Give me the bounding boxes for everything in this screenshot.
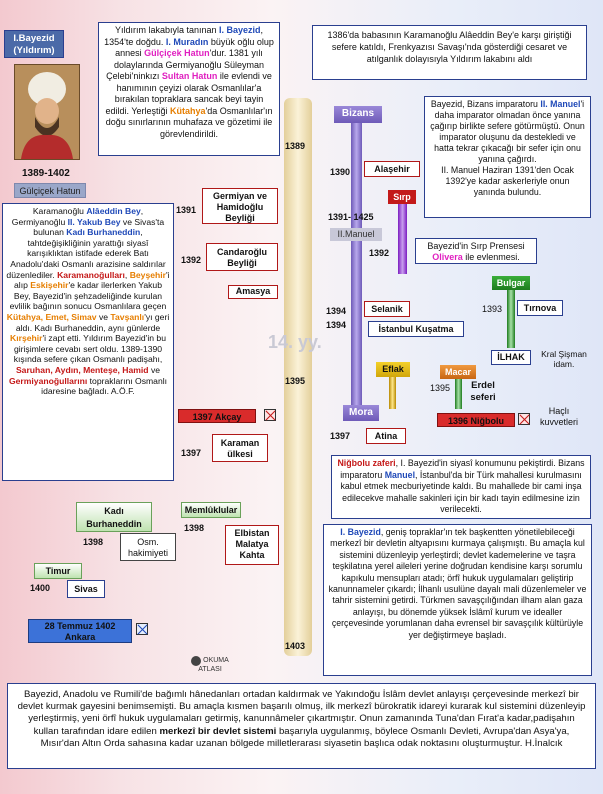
battle-cross-icon bbox=[264, 409, 276, 421]
year-1398-b: 1398 bbox=[184, 523, 205, 533]
manuel-label: II.Manuel bbox=[330, 228, 382, 241]
osm-hakimiyeti-box: Osm. hakimiyeti bbox=[120, 533, 176, 561]
kral-sisman-note: Kral Şişman idam. bbox=[541, 349, 587, 369]
year-1397-left: 1397 bbox=[181, 448, 202, 458]
istanbul-box: İstanbul Kuşatma bbox=[368, 321, 464, 337]
sirp-label: Sırp bbox=[388, 190, 416, 204]
frenkyazisi-note: 1386'da babasının Karamanoğlu Alâeddin B… bbox=[312, 25, 587, 80]
year-1394-b: 1394 bbox=[326, 320, 347, 330]
bizans-label: Bizans bbox=[334, 106, 382, 123]
bizans-note: Bayezid, Bizans imparatoru II. Manuel'i … bbox=[424, 96, 591, 218]
bulgar-label: Bulgar bbox=[492, 276, 530, 290]
timur-label: Timur bbox=[34, 563, 82, 579]
macar-pillar bbox=[455, 379, 462, 409]
page-subtitle: (Yıldırım) bbox=[13, 45, 55, 56]
erdel-note: Erdel seferi bbox=[470, 380, 496, 403]
amasya-box: Amasya bbox=[228, 285, 278, 299]
sivas-box: Sivas bbox=[67, 580, 105, 598]
olivera-note: Bayezid'in Sırp Prensesi Olivera ile evl… bbox=[415, 238, 537, 264]
century-watermark: 14. yy. bbox=[268, 332, 322, 352]
karaman-box: Karaman ülkesi bbox=[212, 434, 268, 462]
ankara-bar: 28 Temmuz 1402 Ankara bbox=[28, 619, 132, 643]
kadi-burhaneddin-label: Kadı Burhaneddin bbox=[76, 502, 152, 532]
year-1392-left: 1392 bbox=[181, 255, 202, 265]
memluk-label: Memlûklular bbox=[181, 502, 241, 518]
akcay-bar: 1397 Akçay bbox=[178, 409, 256, 423]
year-1390: 1390 bbox=[330, 167, 351, 177]
inalcik-quote: Bayezid, Anadolu ve Rumili'de bağımlı hâ… bbox=[7, 683, 596, 769]
mora-label: Mora bbox=[343, 405, 379, 421]
germiyan-box: Germiyan ve Hamidoğlu Beyliği bbox=[202, 188, 278, 224]
atina-box: Atina bbox=[366, 428, 406, 444]
portrait-image bbox=[14, 64, 80, 160]
bulgar-pillar bbox=[507, 290, 515, 348]
intro-text: Yıldırım lakabıyla tanınan I. Bayezid, 1… bbox=[98, 22, 280, 156]
year-1398-a: 1398 bbox=[83, 537, 104, 547]
year-1391-1425: 1391- 1425 bbox=[328, 212, 374, 222]
logo-icon bbox=[191, 656, 202, 666]
year-1397-right: 1397 bbox=[330, 431, 351, 441]
title-box: I.Bayezid (Yıldırım) bbox=[4, 30, 64, 58]
year-1389: 1389 bbox=[285, 141, 306, 151]
candaroglu-box: Candaroğlu Beyliği bbox=[206, 243, 278, 271]
page-title: I.Bayezid bbox=[13, 33, 55, 44]
sirp-pillar bbox=[398, 204, 407, 274]
battle-cross-icon bbox=[518, 413, 530, 425]
devlet-yapisi-note: I. Bayezid, geniş topraklar'ın tek başke… bbox=[323, 524, 592, 676]
ilhak-box: İLHAK bbox=[491, 350, 531, 365]
year-1394-a: 1394 bbox=[326, 306, 347, 316]
hacli-note: Haçlı kuvvetleri bbox=[539, 406, 578, 427]
bizans-pillar bbox=[351, 123, 362, 405]
year-1400: 1400 bbox=[30, 583, 51, 593]
eflak-label: Eflak bbox=[376, 362, 410, 377]
nigbolu-note: Niğbolu zaferi, I. Bayezid'in siyasî kon… bbox=[331, 455, 591, 519]
year-1395: 1395 bbox=[285, 376, 306, 386]
year-1393: 1393 bbox=[482, 304, 503, 314]
year-1391: 1391 bbox=[176, 205, 197, 215]
wife-label: Gülçiçek Hatun bbox=[14, 183, 86, 198]
year-1403: 1403 bbox=[285, 641, 306, 651]
tirnova-box: Tırnova bbox=[517, 300, 563, 316]
alasehir-box: Alaşehir bbox=[364, 161, 420, 177]
reign-years: 1389-1402 bbox=[22, 168, 70, 179]
year-1395-c: 1395 bbox=[430, 383, 451, 393]
beylikler-text: Karamanoğlu Alâeddin Bey, Germiyanoğlu I… bbox=[2, 203, 174, 481]
macar-label: Macar bbox=[440, 365, 476, 379]
year-1392-right: 1392 bbox=[369, 248, 390, 258]
timeline-bar bbox=[284, 98, 312, 656]
selanik-box: Selanik bbox=[364, 301, 410, 317]
nigbolu-bar: 1396 Niğbolu bbox=[437, 413, 515, 427]
elbistan-box: Elbistan Malatya Kahta bbox=[225, 525, 279, 565]
eflak-pillar bbox=[389, 377, 396, 409]
battle-cross-icon bbox=[136, 623, 148, 635]
okuma-atlasi-logo: OKUMA ATLASI bbox=[183, 656, 237, 676]
